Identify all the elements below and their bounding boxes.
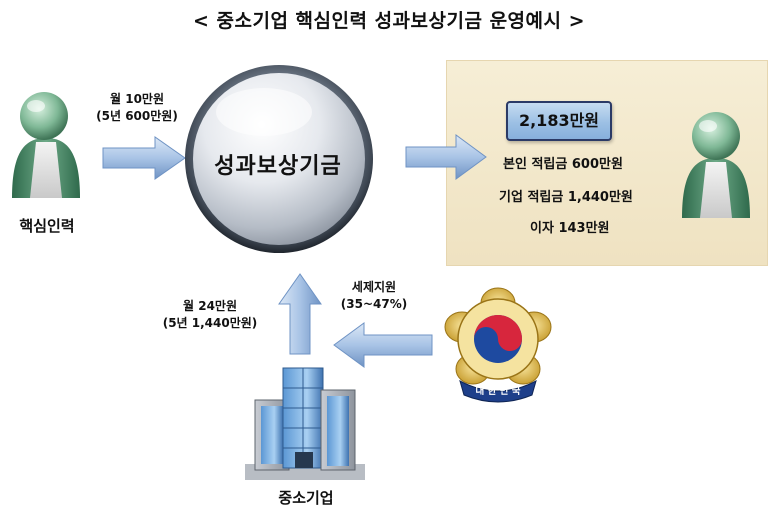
- arrow-gov-to-sme: [333, 322, 433, 368]
- core-talent-label: 핵심인력: [19, 217, 75, 235]
- arrow-to-result: [405, 134, 487, 180]
- emblem-text: 대 한 민 국: [476, 385, 521, 397]
- government-emblem-icon: 대 한 민 국: [444, 287, 552, 403]
- fund-sphere-icon: [185, 65, 373, 253]
- contribution-line1: 월 10만원: [110, 92, 164, 106]
- sme-contribution-line1: 월 24만원: [183, 299, 237, 313]
- contribution-line2: (5년 600만원): [96, 109, 178, 123]
- sme-contribution-line2: (5년 1,440만원): [162, 316, 258, 330]
- fund-label: 성과보상기금: [214, 154, 342, 179]
- result-item-interest: 이자 143만원: [530, 221, 610, 236]
- total-amount-badge: 2,183만원: [506, 101, 612, 141]
- arrow-to-fund: [102, 136, 186, 180]
- core-talent-person-icon: [12, 92, 80, 198]
- recipient-person-icon: [682, 112, 750, 218]
- diagram-title: < 중소기업 핵심인력 성과보상기금 운영예시 >: [192, 10, 586, 32]
- result-item-company: 기업 적립금 1,440만원: [499, 190, 633, 205]
- tax-support-line1: 세제지원: [351, 280, 397, 294]
- tax-support-line2: (35~47%): [340, 297, 408, 311]
- result-item-personal: 본인 적립금 600만원: [503, 157, 623, 172]
- arrow-sme-to-fund: [278, 273, 322, 355]
- sme-building-icon: [245, 367, 365, 480]
- sme-label: 중소기업: [278, 489, 334, 507]
